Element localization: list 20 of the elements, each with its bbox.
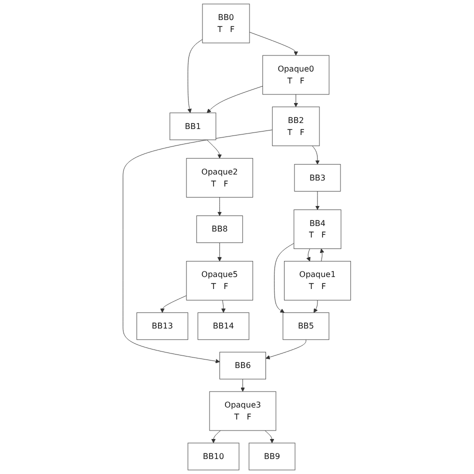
arrow: [160, 295, 187, 313]
arrow: [315, 191, 320, 210]
arrow: [240, 378, 246, 392]
arrow: [221, 300, 226, 313]
arrow: [266, 339, 306, 360]
arrow: [211, 430, 221, 444]
arrow: [274, 243, 294, 313]
arrow: [249, 32, 298, 56]
arrow: [188, 39, 203, 114]
arrow: [206, 140, 222, 159]
arrow: [312, 146, 320, 165]
arrow: [294, 94, 298, 108]
arrow: [218, 197, 222, 216]
arrow: [314, 300, 318, 313]
arrow: [218, 242, 222, 262]
arrow: [320, 248, 324, 262]
arrow: [264, 430, 274, 444]
arrow: [122, 130, 273, 364]
arrow: [206, 86, 264, 114]
arrow: [306, 248, 311, 262]
